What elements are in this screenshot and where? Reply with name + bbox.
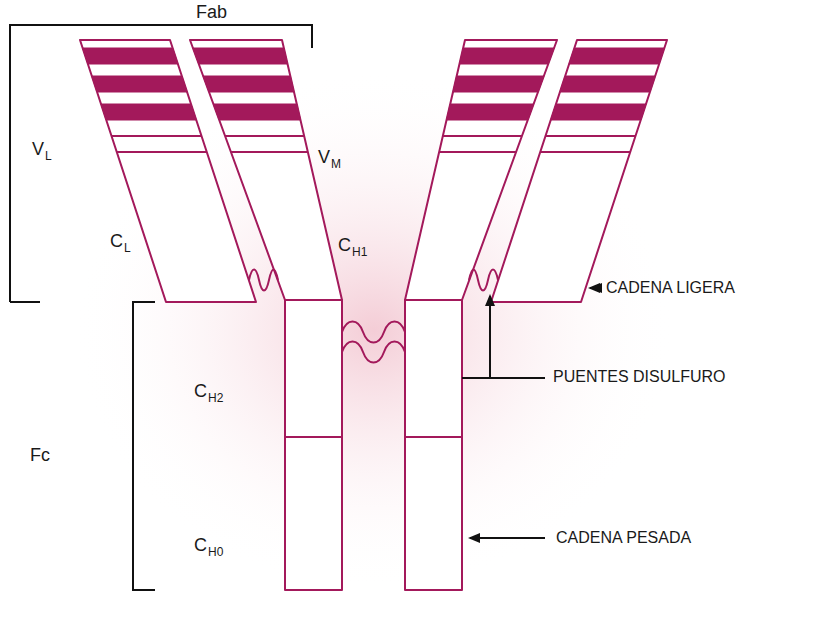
domain-subscript: L xyxy=(124,242,131,255)
domain-label: C xyxy=(194,536,207,556)
variable-bar xyxy=(213,104,300,120)
domain-divider xyxy=(285,436,342,438)
domain-subscript: H2 xyxy=(208,392,223,405)
fc-bracket xyxy=(133,302,155,590)
domain-label: V xyxy=(32,140,44,160)
domain-line xyxy=(546,135,636,137)
variable-bar xyxy=(460,48,555,64)
domain-subscript: L xyxy=(45,150,52,163)
variable-bar xyxy=(447,104,534,120)
variable-bar xyxy=(193,48,288,64)
domain-line xyxy=(225,135,304,137)
variable-bars xyxy=(83,48,665,120)
disulfide-bond xyxy=(342,342,405,363)
heavy-chain-arm xyxy=(190,40,342,300)
domain-lines xyxy=(112,136,636,152)
part-label: CADENA PESADA xyxy=(556,529,691,547)
region-label: Fab xyxy=(196,3,227,23)
pointer-arrow xyxy=(489,296,491,378)
domain-label: C xyxy=(194,382,207,402)
region-label: Fc xyxy=(30,446,50,466)
pointer-arrow xyxy=(590,287,600,289)
domain-label: C xyxy=(110,232,123,252)
leader-line xyxy=(462,377,545,379)
variable-bar xyxy=(453,76,544,92)
variable-bar xyxy=(560,76,655,92)
domain-line xyxy=(117,151,207,153)
part-label: PUENTES DISULFURO xyxy=(553,368,725,386)
variable-bar xyxy=(83,48,178,64)
domain-subscript: H0 xyxy=(208,546,223,559)
domain-label: V xyxy=(318,148,330,168)
variable-bar xyxy=(569,48,664,64)
pointer-arrows xyxy=(462,288,600,538)
heavy-chain-stem xyxy=(285,300,342,590)
antibody-chains xyxy=(80,40,667,590)
disulfide-bond xyxy=(469,270,498,291)
variable-bar xyxy=(101,104,196,120)
heavy-chain-stem xyxy=(405,300,462,590)
domain-subscript: H1 xyxy=(352,246,367,259)
domain-subscript: M xyxy=(331,158,341,171)
disulfide-bond xyxy=(249,270,278,291)
heavy-chain-arm xyxy=(405,40,557,300)
domain-line xyxy=(443,135,522,137)
disulfide-bond xyxy=(342,322,405,343)
domain-label: C xyxy=(338,236,351,256)
part-label: CADENA LIGERA xyxy=(606,279,735,297)
pointer-arrow xyxy=(470,537,545,539)
domain-line xyxy=(439,151,516,153)
variable-bar xyxy=(92,76,187,92)
domain-line xyxy=(540,151,630,153)
domain-line xyxy=(231,151,308,153)
disulfide-bonds xyxy=(249,270,498,363)
variable-bar xyxy=(203,76,294,92)
domain-line xyxy=(112,135,202,137)
domain-divider xyxy=(405,436,462,438)
variable-bar xyxy=(551,104,646,120)
